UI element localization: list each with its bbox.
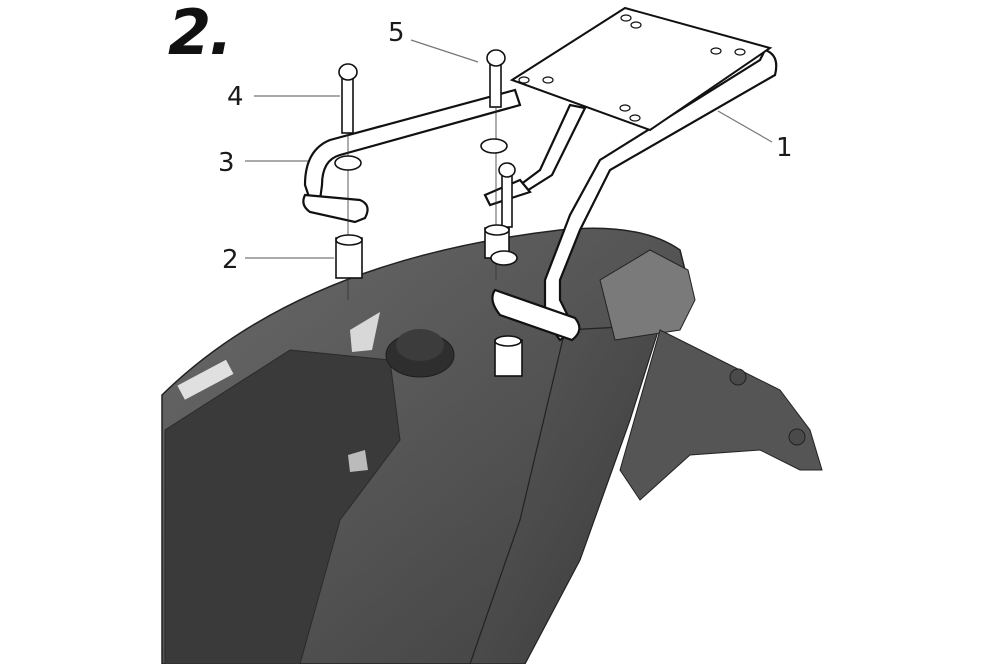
- spacer-right-lower: [494, 335, 523, 377]
- hardware: [334, 49, 523, 377]
- rack-frame: [302, 6, 778, 342]
- leader-lines: [245, 39, 773, 259]
- bolt-right-lower: [498, 162, 516, 228]
- leader-1: [717, 110, 773, 143]
- callout-1: 1: [776, 133, 793, 163]
- washer-right-lower: [490, 250, 518, 266]
- washer-right-upper: [480, 138, 508, 154]
- callout-4: 4: [227, 82, 244, 112]
- washer-left: [334, 155, 362, 171]
- callout-3: 3: [218, 148, 235, 178]
- plate-holes: [518, 14, 746, 122]
- callout-2: 2: [222, 245, 239, 275]
- spacer-left: [335, 234, 363, 279]
- callout-5: 5: [388, 18, 405, 48]
- leader-5: [410, 39, 479, 63]
- step-number: 2.: [168, 0, 233, 69]
